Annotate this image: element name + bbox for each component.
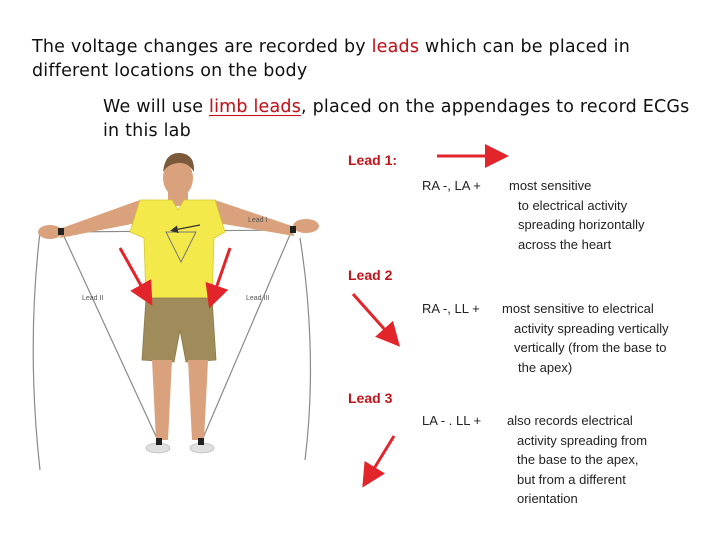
lead1-desc-line: spreading horizontally [518,217,645,232]
figure-label-lead2: Lead II [82,295,103,302]
limb-text-after: , placed on the appendages to record ECG… [103,97,690,141]
lead1-desc-line: to electrical activity [518,197,628,213]
figure-label-lead3: Lead III [246,295,269,302]
lead1-polarity: RA -, LA + [422,178,481,193]
lead2-desc-line: most sensitive to electrical [502,301,654,316]
person-illustration [38,152,319,454]
lead2-arrow-icon [351,293,400,347]
figure-label-lead1: Lead I [248,217,268,224]
lead2-desc-line: vertically (from the base to [514,340,667,355]
lead3-description: also records electrical activity spreadi… [507,411,647,509]
lead2-description: most sensitive to electrical activity sp… [502,299,669,377]
lead3-desc-line: the base to the apex, [517,452,639,467]
lead3-desc-line: activity spreading from [517,432,648,448]
limb-leads-paragraph: We will use limb leads, placed on the ap… [103,95,703,143]
intro-text-before: The voltage changes are recorded by [32,37,372,57]
leads-highlight: leads [371,37,420,57]
limb-leads-highlight: limb leads [209,97,302,117]
lead2-title: Lead 2 [348,267,393,283]
intro-paragraph: The voltage changes are recorded by lead… [32,35,692,83]
lead2-polarity: RA -, LL + [422,301,480,316]
lead3-desc-line: also records electrical [507,413,633,428]
lead3-desc-line: orientation [517,491,578,506]
lead1-desc-line: most sensitive [509,178,592,193]
lead1-desc-line: across the heart [518,236,612,252]
lead3-title: Lead 3 [348,390,393,406]
lead3-arrow-on-figure-icon [205,247,232,309]
small-arrow-icon [170,224,201,234]
lead2-desc-line: the apex) [518,359,573,375]
lead2-arrow-on-figure-icon [118,247,153,306]
lead1-description: most sensitive to electrical activity sp… [509,176,644,254]
lead3-desc-line: but from a different [517,471,626,487]
lead3-arrow-icon [362,435,396,488]
lead2-desc-line: activity spreading vertically [514,320,669,336]
intro-text-after: which can be placed in different locatio… [32,37,631,81]
lead3-polarity: LA - . LL + [422,413,482,428]
lead1-title: Lead 1: [348,152,398,168]
limb-text-before: We will use [103,97,210,117]
